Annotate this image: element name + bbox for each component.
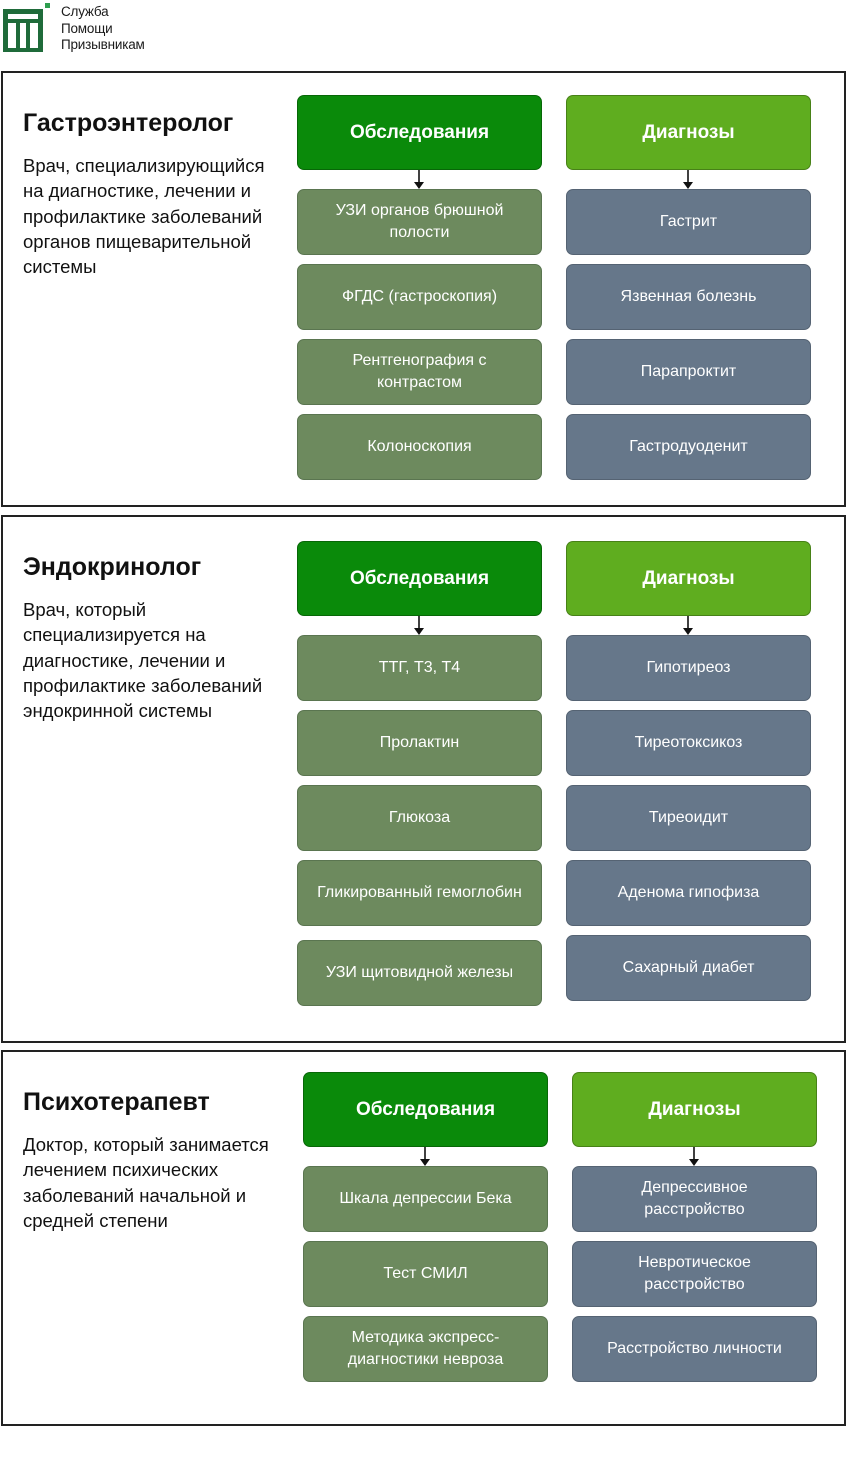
logo-line: Помощи bbox=[61, 20, 113, 36]
arrow-down-icon bbox=[420, 1147, 430, 1166]
exams-header: Обследования bbox=[303, 1072, 548, 1147]
section-gastroenterologist: Гастроэнтеролог Врач, специализирующийся… bbox=[1, 71, 846, 507]
service-logo-icon bbox=[3, 3, 50, 52]
arrow-down-icon bbox=[414, 170, 424, 189]
arrow-down-icon bbox=[683, 170, 693, 189]
exam-item: ТТГ, Т3, Т4 bbox=[297, 635, 542, 701]
diagnosis-item: Сахарный диабет bbox=[566, 935, 811, 1001]
exam-item: Шкала депрессии Бека bbox=[303, 1166, 548, 1232]
diagnosis-item: Язвенная болезнь bbox=[566, 264, 811, 330]
diagnosis-item: Гастродуоденит bbox=[566, 414, 811, 480]
exams-header: Обследования bbox=[297, 541, 542, 616]
exam-item: Рентгенография с контрастом bbox=[297, 339, 542, 405]
exam-item: Пролактин bbox=[297, 710, 542, 776]
diagnosis-item: Аденома гипофиза bbox=[566, 860, 811, 926]
diagnosis-item: Парапроктит bbox=[566, 339, 811, 405]
section-description: Врач, специализирующийся на диагностике,… bbox=[23, 155, 265, 278]
arrow-down-icon bbox=[414, 616, 424, 635]
section-title: Гастроэнтеролог bbox=[23, 109, 234, 137]
logo: Служба Помощи Призывникам bbox=[3, 3, 163, 58]
section-title: Эндокринолог bbox=[23, 553, 202, 581]
exams-header: Обследования bbox=[297, 95, 542, 170]
section-title: Психотерапевт bbox=[23, 1088, 210, 1116]
section-description: Доктор, который занимается лечением псих… bbox=[23, 1134, 269, 1231]
exam-item: ФГДС (гастроскопия) bbox=[297, 264, 542, 330]
exam-item: Гликированный гемоглобин bbox=[297, 860, 542, 926]
diagnosis-item: Расстройство личности bbox=[572, 1316, 817, 1382]
diagnosis-item: Гипотиреоз bbox=[566, 635, 811, 701]
diagnoses-header: Диагнозы bbox=[566, 541, 811, 616]
exam-item: Тест СМИЛ bbox=[303, 1241, 548, 1307]
arrow-down-icon bbox=[689, 1147, 699, 1166]
diagnoses-header: Диагнозы bbox=[572, 1072, 817, 1147]
section-endocrinologist: Эндокринолог Врач, который специализируе… bbox=[1, 515, 846, 1043]
exam-item: Колоноскопия bbox=[297, 414, 542, 480]
exam-item: Глюкоза bbox=[297, 785, 542, 851]
diagnosis-item: Гастрит bbox=[566, 189, 811, 255]
logo-text: Служба Помощи Призывникам bbox=[61, 4, 145, 54]
exam-item: Методика экспресс-диагностики невроза bbox=[303, 1316, 548, 1382]
section-description: Врач, который специализируется на диагно… bbox=[23, 599, 263, 722]
diagnoses-header: Диагнозы bbox=[566, 95, 811, 170]
diagnosis-item: Тиреотоксикоз bbox=[566, 710, 811, 776]
diagnosis-item: Тиреоидит bbox=[566, 785, 811, 851]
logo-line: Призывникам bbox=[61, 37, 145, 52]
logo-line: Служба bbox=[61, 4, 109, 19]
section-psychotherapist: Психотерапевт Доктор, который занимается… bbox=[1, 1050, 846, 1426]
exam-item: УЗИ органов брюшной полости bbox=[297, 189, 542, 255]
exam-item: УЗИ щитовидной железы bbox=[297, 940, 542, 1006]
diagnosis-item: Депрессивное расстройство bbox=[572, 1166, 817, 1232]
diagnosis-item: Невротическое расстройство bbox=[572, 1241, 817, 1307]
arrow-down-icon bbox=[683, 616, 693, 635]
